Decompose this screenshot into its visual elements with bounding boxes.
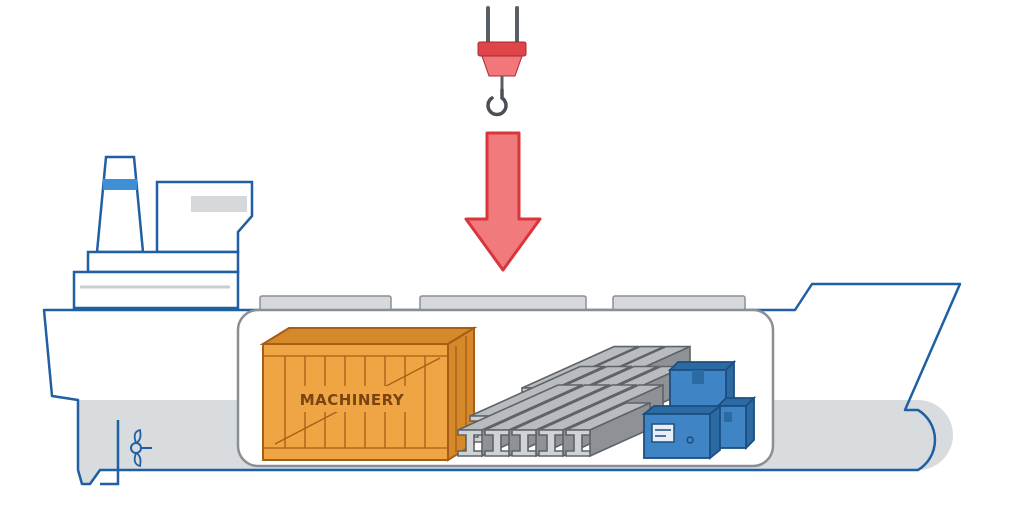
crate-label: MACHINERY: [300, 391, 405, 409]
steel-beams: [457, 345, 691, 458]
deckhouse-upper: [86, 250, 240, 274]
funnel: [95, 155, 145, 254]
funnel-band: [103, 179, 137, 190]
hatch-cover: [612, 295, 746, 311]
control-unit-box: [641, 404, 723, 460]
deckhouse-lower: [72, 270, 240, 310]
crane-hook-icon: [477, 6, 527, 117]
tall-box: [715, 395, 757, 451]
bridge-block: [155, 180, 254, 254]
bridge-window: [191, 196, 247, 212]
blue-cargo-boxes: [641, 359, 757, 460]
superstructure: [72, 155, 254, 310]
machinery-crate: MACHINERY: [259, 326, 478, 462]
hatch-covers: [259, 295, 746, 311]
propeller-icon: [130, 428, 152, 468]
hull-outline: [42, 282, 962, 486]
hatch-cover: [259, 295, 392, 311]
hatch-cover: [419, 295, 587, 311]
down-arrow-icon: [464, 131, 542, 272]
rudder: [100, 420, 120, 486]
small-box: [667, 359, 737, 411]
